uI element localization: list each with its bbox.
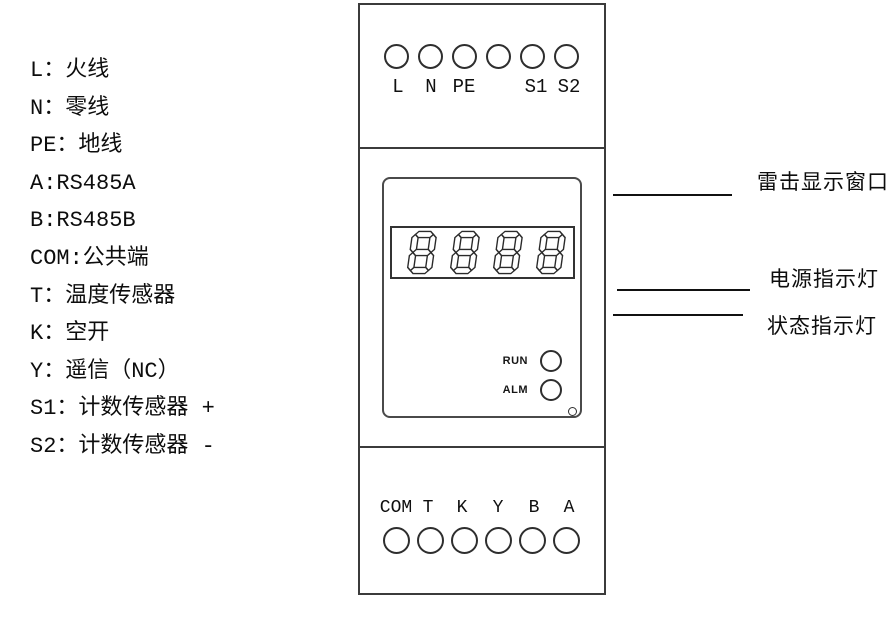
terminal-label-COM: COM (379, 498, 413, 518)
seven-segment-digits (406, 230, 566, 275)
terminal-hole-B (519, 527, 546, 554)
terminal-hole-PE (452, 44, 477, 69)
run-indicator-label: RUN (502, 355, 528, 367)
legend-item-K: K：空开 (30, 321, 110, 347)
legend-item-S1: S1：计数传感器 + (30, 396, 215, 422)
terminal-label-B: B (528, 498, 540, 518)
terminal-label-K: K (456, 498, 468, 518)
terminal-hole-S1 (520, 44, 545, 69)
legend-item-A: A:RS485A (30, 170, 136, 196)
legend-item-PE: PE：地线 (30, 133, 123, 159)
terminal-label-L: L (392, 76, 404, 98)
legend-item-T: T：温度传感器 (30, 283, 176, 309)
legend-item-N: N：零线 (30, 95, 110, 121)
front-panel (382, 177, 582, 418)
legend-item-S2: S2：计数传感器 - (30, 433, 215, 459)
legend-item-B: B:RS485B (30, 208, 136, 234)
alm-indicator-led (540, 379, 562, 401)
annotation-status-indicator: 状态指示灯 (767, 315, 877, 338)
legend-item-Y: Y：遥信（NC） (30, 358, 180, 384)
terminal-hole-T (417, 527, 444, 554)
terminal-label-PE: PE (452, 76, 476, 98)
terminal-label-T: T (422, 498, 434, 518)
annotation-display-window: 雷击显示窗口 (757, 171, 889, 194)
top-section-divider (360, 147, 604, 149)
terminal-label-S1: S1 (524, 76, 548, 98)
terminal-hole-L (384, 44, 409, 69)
alm-indicator-label: ALM (502, 384, 528, 396)
terminal-label-S2: S2 (557, 76, 581, 98)
legend-item-L: L：火线 (30, 58, 110, 83)
terminal-hole-S2 (554, 44, 579, 69)
bottom-section-divider (360, 446, 604, 448)
terminal-hole-N (418, 44, 443, 69)
terminal-hole-Y (485, 527, 512, 554)
leader-line-display-window (613, 194, 732, 196)
terminal-hole-COM (383, 527, 410, 554)
annotation-power-indicator: 电源指示灯 (769, 268, 879, 291)
terminal-label-A: A (563, 498, 575, 518)
run-indicator-led (540, 350, 562, 372)
terminal-hole-K (451, 527, 478, 554)
reset-hole (568, 407, 577, 416)
terminal-legend: L：火线 N：零线 PE：地线 A:RS485A B:RS485B COM:公共… (30, 52, 215, 466)
leader-line-power-indicator (617, 289, 750, 291)
terminal-label-Y: Y (492, 498, 504, 518)
leader-line-status-indicator (613, 314, 743, 316)
terminal-label-N: N (425, 76, 437, 98)
terminal-hole-unlabeled (486, 44, 511, 69)
legend-item-COM: COM:公共端 (30, 245, 149, 271)
terminal-hole-A (553, 527, 580, 554)
